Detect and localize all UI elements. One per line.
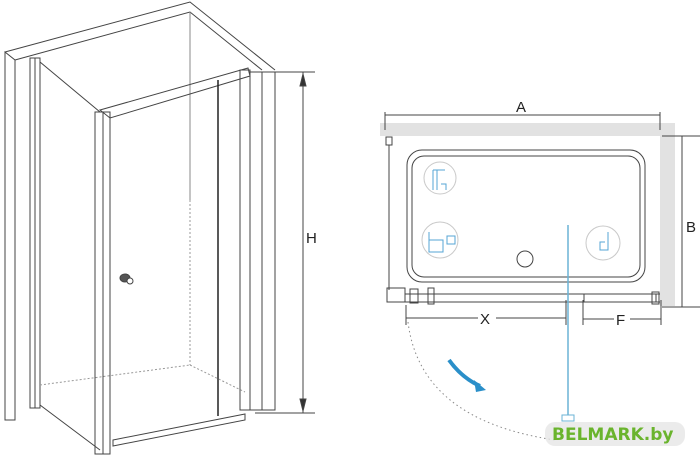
tray-inner xyxy=(411,155,641,278)
label-a: A xyxy=(516,99,526,116)
back-wall xyxy=(380,123,675,136)
floor-dotted xyxy=(39,200,246,393)
isometric-view: H xyxy=(4,1,317,455)
dimension-b xyxy=(662,135,700,308)
side-wall xyxy=(660,136,675,306)
door-handle-plan-icon xyxy=(561,414,575,422)
seal-detail-icon xyxy=(585,225,621,261)
dimension-x xyxy=(405,300,567,325)
height-dimension xyxy=(255,71,315,414)
swing-direction-arrow-icon xyxy=(447,358,486,392)
door-frame xyxy=(94,67,251,455)
plan-view: A B xyxy=(380,99,700,441)
fixed-panel-left xyxy=(385,136,406,303)
back-walls xyxy=(4,1,276,421)
door-swing-arc xyxy=(407,321,556,441)
drain-icon xyxy=(516,250,534,268)
wall-profile-detail-icon xyxy=(423,161,457,195)
detail-icons xyxy=(421,161,621,261)
label-x: X xyxy=(480,311,490,328)
label-f: F xyxy=(616,312,625,329)
label-b: B xyxy=(686,219,696,236)
dimension-a xyxy=(384,112,661,130)
fixed-side-panel xyxy=(29,57,101,451)
door-handle-icon xyxy=(119,273,134,285)
hinge-detail-icon xyxy=(421,221,459,259)
watermark-shadow xyxy=(545,422,685,446)
bottom-rail xyxy=(405,287,660,305)
shower-tray xyxy=(406,149,646,283)
dimension-f xyxy=(582,300,662,325)
label-h: H xyxy=(306,230,317,247)
watermark: BELMARK.by xyxy=(552,425,673,445)
